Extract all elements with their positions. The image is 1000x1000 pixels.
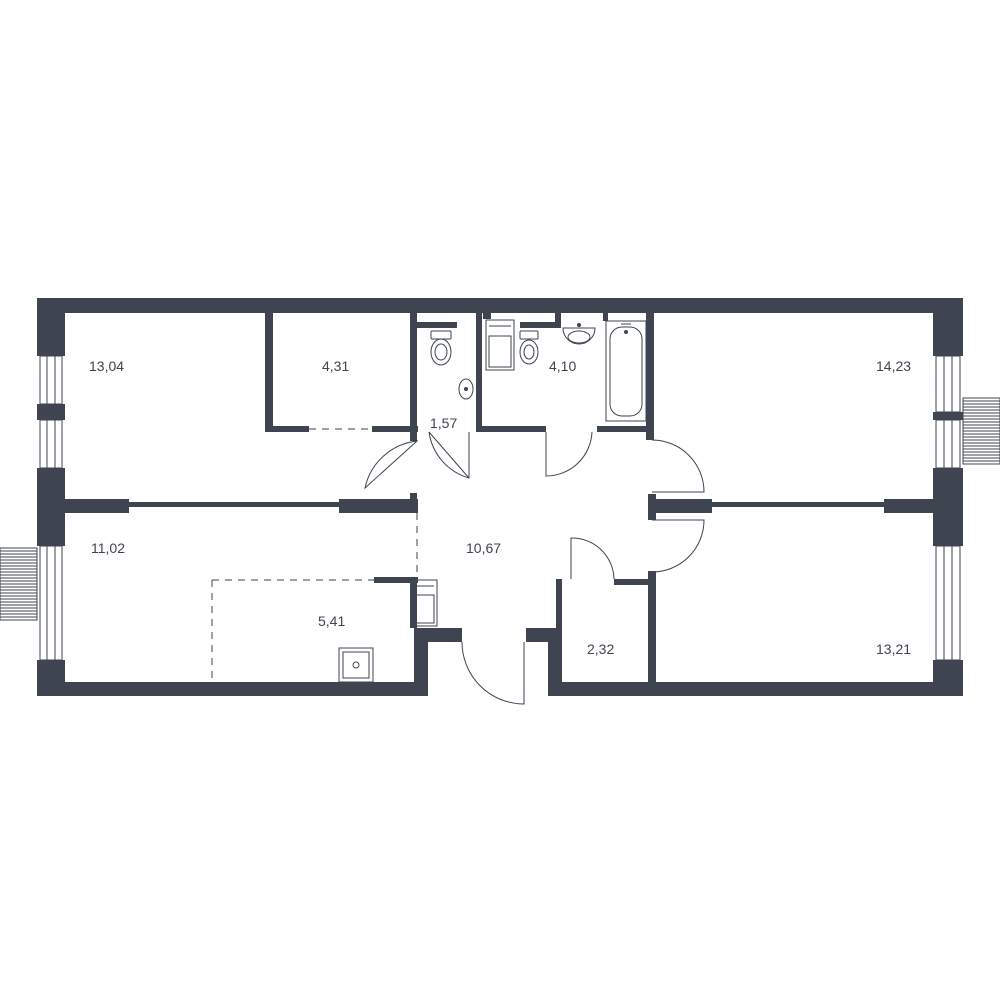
door-room-d <box>545 431 593 477</box>
window-right-1 <box>935 355 961 413</box>
radiator-right <box>962 397 1000 465</box>
kitchen-sink-icon <box>338 647 374 683</box>
radiator-left <box>0 547 38 621</box>
wall-left-2 <box>37 404 65 420</box>
wall-top <box>37 298 963 313</box>
door-room-c <box>428 431 470 479</box>
wall-right-1 <box>933 298 963 356</box>
door-entry <box>461 641 525 705</box>
exterior-walls <box>37 298 963 696</box>
room-area-label: 2,32 <box>587 641 614 657</box>
oven-icon <box>412 579 438 627</box>
window-left-3 <box>39 545 63 661</box>
room-area-label: 5,41 <box>318 613 345 629</box>
sink-icon <box>458 378 474 400</box>
sink-icon <box>562 323 596 345</box>
room-area-label: 4,31 <box>322 358 349 374</box>
fixtures <box>338 319 647 683</box>
room-area-label: 11,02 <box>91 540 125 556</box>
doors <box>364 431 705 705</box>
room-labels: 13,04 4,31 1,57 4,10 14,23 11,02 10,67 5… <box>89 358 911 657</box>
bathtub-icon <box>605 320 647 422</box>
wall-right-2 <box>933 412 963 420</box>
door-room-j <box>651 519 705 573</box>
window-left-1 <box>39 355 63 405</box>
interior-walls <box>65 313 933 682</box>
room-area-label: 13,21 <box>876 641 911 657</box>
toilet-icon <box>519 330 539 365</box>
room-area-label: 10,67 <box>466 540 501 556</box>
room-area-label: 4,10 <box>549 358 576 374</box>
door-room-i <box>570 537 615 580</box>
wall-left-3 <box>37 468 65 546</box>
zone-lines <box>211 428 418 682</box>
wall-entry-left-post <box>414 628 428 696</box>
door-room-e <box>651 439 705 493</box>
wall-bottom-right <box>548 682 963 696</box>
wall-right-3 <box>933 468 963 546</box>
room-area-label: 14,23 <box>876 358 911 374</box>
room-area-label: 13,04 <box>89 358 124 374</box>
toilet-icon <box>430 330 452 366</box>
door-room-a <box>364 440 419 490</box>
wall-bottom-left <box>37 682 428 696</box>
windows <box>39 355 961 661</box>
washing-machine-icon <box>485 319 515 371</box>
wall-left-1 <box>37 298 65 356</box>
room-area-label: 1,57 <box>430 415 457 431</box>
window-right-2 <box>935 419 961 469</box>
window-left-2 <box>39 419 63 469</box>
window-right-3 <box>935 545 961 661</box>
